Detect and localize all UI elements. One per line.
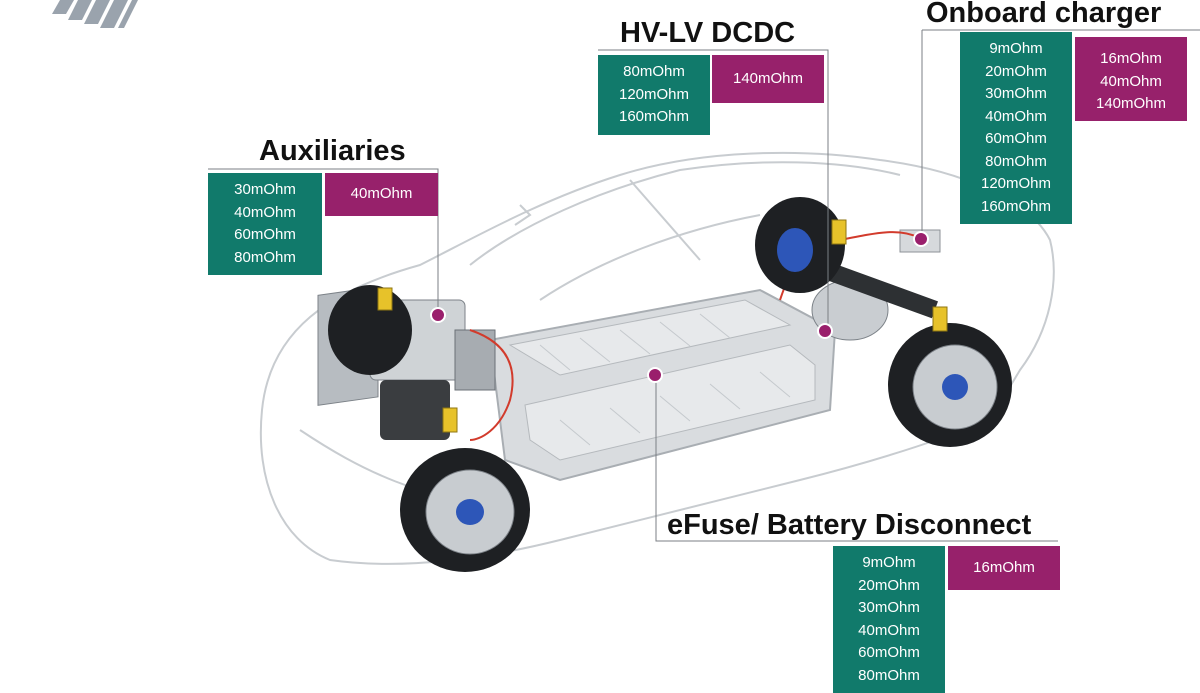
hvlv-dcdc-purple-box: 140mOhm (712, 55, 824, 103)
auxiliaries-marker (430, 307, 446, 323)
leader-lines (208, 29, 1200, 542)
battery-pack (488, 288, 837, 482)
logo-stripes (52, 0, 138, 28)
efuse-title: eFuse/ Battery Disconnect (667, 509, 1032, 541)
value-label: 160mOhm (618, 108, 690, 125)
auxiliaries-title: Auxiliaries (259, 135, 406, 167)
value-label: 120mOhm (618, 85, 690, 103)
value-label: 16mOhm (1100, 50, 1162, 67)
value-label: 140mOhm (1095, 95, 1167, 112)
hvlv-dcdc-green-box: 80mOhm 120mOhm 160mOhm (598, 55, 710, 135)
value-label: 80mOhm (985, 152, 1047, 170)
front-right-wheel (328, 285, 412, 375)
value-label: 40mOhm (350, 185, 413, 203)
value-label: 40mOhm (1100, 72, 1162, 90)
value-label: 140mOhm (732, 69, 804, 87)
auxiliaries-green-box: 30mOhm 40mOhm 60mOhm 80mOhm (208, 173, 322, 275)
value-label: 40mOhm (985, 107, 1047, 125)
value-label: 60mOhm (858, 644, 920, 661)
efuse-marker (647, 367, 663, 383)
value-label: 9mOhm (989, 40, 1043, 57)
value-label: 80mOhm (858, 666, 920, 684)
value-label: 60mOhm (234, 226, 296, 243)
value-label: 30mOhm (985, 85, 1047, 102)
value-label: 80mOhm (234, 248, 296, 266)
value-label: 20mOhm (858, 576, 920, 594)
value-label: 16mOhm (973, 558, 1035, 576)
onboard-charger-purple-box: 16mOhm 40mOhm 140mOhm (1075, 37, 1187, 121)
value-label: 40mOhm (858, 621, 920, 639)
value-label: 30mOhm (234, 181, 296, 198)
onboard-charger-green-box: 9mOhm 20mOhm 30mOhm 40mOhm 60mOhm 80mOhm… (960, 32, 1072, 224)
value-label: 120mOhm (980, 175, 1052, 192)
value-label: 60mOhm (985, 130, 1047, 147)
value-label: 9mOhm (862, 554, 916, 571)
ev-car-illustration (52, 0, 1200, 572)
auxiliaries-purple-box: 40mOhm (325, 173, 438, 216)
onboard-charger-marker (913, 231, 929, 247)
hvlv-dcdc-marker (817, 323, 833, 339)
front-left-wheel (400, 448, 530, 572)
value-label: 30mOhm (858, 599, 920, 616)
rear-right-wheel (888, 323, 1012, 447)
hvlv-dcdc-title: HV-LV DCDC (620, 17, 796, 49)
rear-left-wheel (755, 197, 845, 293)
efuse-green-box: 9mOhm 20mOhm 30mOhm 40mOhm 60mOhm 80mOhm (833, 546, 945, 693)
suspension-springs (377, 219, 948, 433)
onboard-charger-title: Onboard charger (926, 0, 1162, 29)
value-label: 20mOhm (985, 62, 1047, 80)
value-label: 160mOhm (980, 197, 1052, 215)
value-label: 80mOhm (623, 63, 685, 80)
value-label: 40mOhm (234, 203, 296, 221)
efuse-purple-box: 16mOhm (948, 546, 1060, 590)
